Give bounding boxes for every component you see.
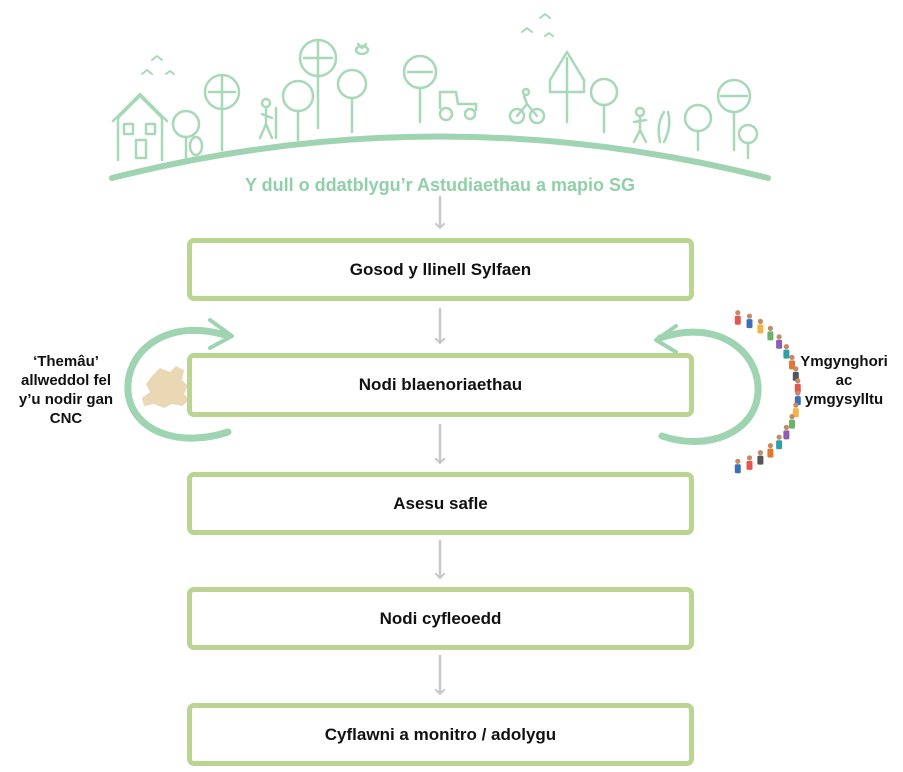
right-label-line: Ymgynghori	[800, 353, 888, 370]
walker-icon	[632, 106, 648, 144]
step-box-opportunities: Nodi cyfleoedd	[187, 587, 694, 650]
left-label-line: CNC	[49, 410, 83, 427]
left-loop-arrow-icon	[124, 318, 234, 442]
header-title: Y dull o ddatblygu’r Astudiaethau a mapi…	[245, 175, 635, 195]
right-label-line: ac	[835, 372, 853, 389]
person-icon	[792, 402, 799, 418]
left-side-label: ‘Themâu’ allweddol fel y’u nodir gan CNC	[8, 352, 124, 428]
person-icon	[746, 313, 753, 329]
bee-icon	[354, 42, 370, 56]
left-label-line: y’u nodir gan	[18, 391, 114, 408]
tractor-icon	[438, 90, 478, 122]
tree-icon	[171, 73, 241, 160]
step-label: Cyflawni a monitro / adolygu	[324, 724, 557, 744]
person-icon	[734, 458, 741, 474]
left-label-line: ‘Themâu’	[33, 353, 99, 370]
tree-icon	[281, 38, 438, 142]
hiker-icon	[258, 97, 278, 140]
person-icon	[794, 378, 801, 393]
person-icon	[776, 434, 783, 450]
person-icon	[783, 344, 790, 359]
person-icon	[789, 414, 795, 429]
step-label: Asesu safle	[393, 493, 488, 513]
wales-map-icon	[142, 366, 190, 408]
cyclist-icon	[508, 87, 546, 125]
step-label: Gosod y llinell Sylfaen	[349, 259, 532, 279]
plant-icon	[657, 110, 671, 144]
left-label-line: allweddol fel	[20, 372, 111, 389]
step-box-site-assessment: Asesu safle	[187, 472, 694, 535]
person-icon	[757, 450, 764, 465]
person-icon	[789, 354, 795, 370]
right-side-label: Ymgynghori ac ymgysylltu	[790, 352, 898, 409]
birds-icon	[141, 13, 554, 75]
landscape-illustration	[109, 13, 771, 181]
person-icon	[776, 334, 783, 349]
person-icon	[767, 443, 774, 458]
person-icon	[734, 310, 741, 325]
step-box-baseline: Gosod y llinell Sylfaen	[187, 238, 694, 301]
person-icon	[783, 424, 790, 440]
person-icon	[746, 455, 753, 470]
right-label-line: ymgysylltu	[804, 391, 884, 408]
step-label: Nodi blaenoriaethau	[358, 375, 523, 394]
person-icon	[757, 318, 764, 334]
house-icon	[111, 92, 169, 162]
step-box-delivery: Cyflawni a monitro / adolygu	[187, 703, 694, 766]
step-box-priorities: Nodi blaenoriaethau	[187, 353, 694, 417]
person-icon	[767, 325, 774, 341]
people-circle-icon	[734, 310, 801, 474]
tree-icon	[548, 50, 759, 160]
step-label: Nodi cyfleoedd	[379, 608, 502, 628]
right-loop-arrow-icon	[654, 324, 762, 445]
